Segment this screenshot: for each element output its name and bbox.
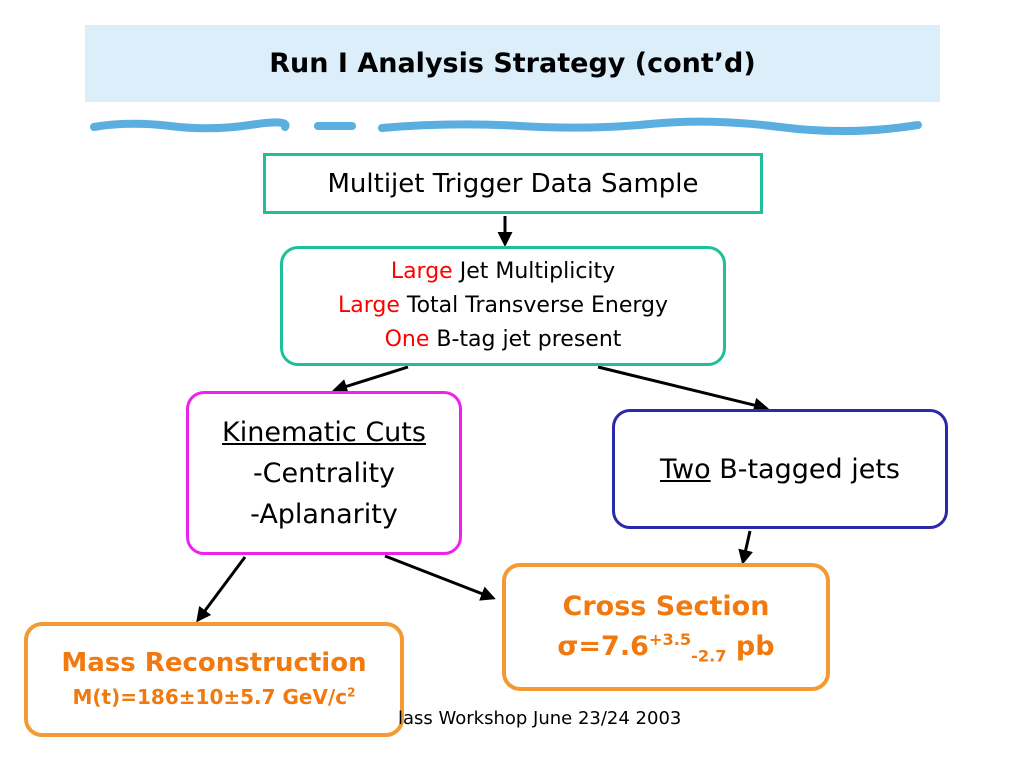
- criterion-highlight: Large: [390, 259, 453, 284]
- criterion-row: Large Jet Multiplicity: [391, 255, 615, 289]
- arrow-criteria-to-kinematic: [332, 365, 409, 394]
- criterion-text: B-tag jet present: [429, 327, 622, 352]
- two-btag-underlined: Two: [660, 453, 711, 485]
- title-bar: Run I Analysis Strategy (cont’d): [85, 25, 940, 102]
- criterion-row: One B-tag jet present: [385, 323, 622, 357]
- two-btag-text: B-tagged jets: [710, 453, 900, 485]
- cross-section-unit: pb: [726, 631, 775, 662]
- mass-heading: Mass Reconstruction: [61, 647, 367, 678]
- two-btag-box: Two B-tagged jets: [612, 409, 948, 529]
- trigger-box: Multijet Trigger Data Sample: [263, 153, 763, 214]
- cross-section-box: Cross Section σ=7.6+3.5-2.7 pb: [502, 563, 830, 691]
- mass-value-text: M(t)=186±10±5.7 GeV/c: [72, 684, 348, 709]
- criterion-highlight: Large: [337, 293, 400, 318]
- arrow-criteria-to-twotag: [597, 365, 769, 413]
- mass-reconstruction-box: Mass Reconstruction M(t)=186±10±5.7 GeV/…: [24, 622, 404, 737]
- kinematic-item-centrality: -Centrality: [252, 457, 396, 489]
- criterion-text: Jet Multiplicity: [452, 259, 616, 284]
- criterion-highlight: One: [384, 327, 430, 352]
- cross-section-sigma: σ=7.6: [557, 631, 649, 662]
- arrow-kinematic-to-cross: [384, 554, 496, 601]
- selection-criteria-box: Large Jet Multiplicity Large Total Trans…: [280, 246, 726, 366]
- arrow-kinematic-to-mass: [196, 556, 247, 623]
- decorative-divider: [90, 117, 922, 136]
- cross-section-heading: Cross Section: [562, 591, 770, 622]
- criterion-text: Total Transverse Energy: [399, 293, 669, 318]
- cross-section-lower-error: -2.7: [691, 646, 727, 666]
- mass-power: 2: [347, 684, 356, 699]
- footer-text: lass Workshop June 23/24 2003: [398, 708, 682, 729]
- mass-value: M(t)=186±10±5.7 GeV/c2: [73, 680, 356, 714]
- two-btag-label: Two B-tagged jets: [660, 454, 900, 485]
- kinematic-heading: Kinematic Cuts: [222, 416, 426, 448]
- trigger-label: Multijet Trigger Data Sample: [327, 168, 699, 199]
- criterion-row: Large Total Transverse Energy: [338, 289, 668, 323]
- cross-section-upper-error: +3.5: [648, 630, 692, 649]
- kinematic-item-aplanarity: -Aplanarity: [250, 498, 398, 530]
- slide-title: Run I Analysis Strategy (cont’d): [269, 48, 756, 79]
- arrow-twotag-to-cross: [738, 530, 753, 565]
- cross-section-value: σ=7.6+3.5-2.7 pb: [557, 627, 774, 667]
- kinematic-cuts-box: Kinematic Cuts -Centrality -Aplanarity: [186, 391, 462, 555]
